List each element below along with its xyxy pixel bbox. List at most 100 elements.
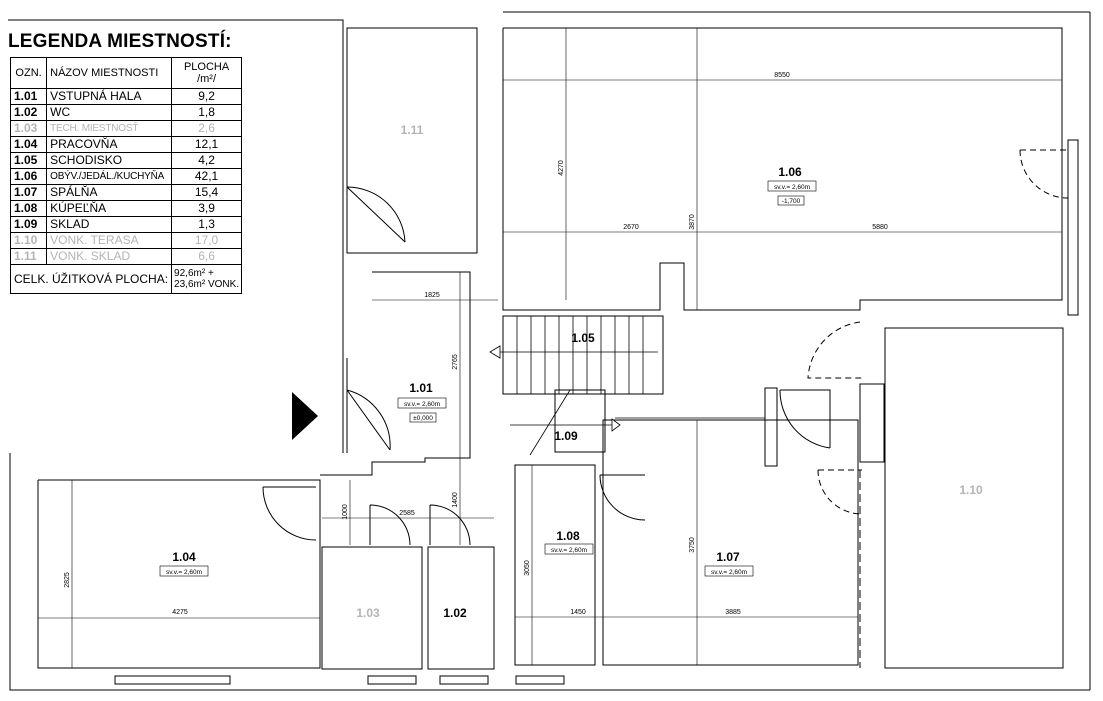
stair-diagonal xyxy=(529,389,571,456)
dim-3870: 3870 xyxy=(689,214,696,230)
frame-bottom xyxy=(9,453,1090,691)
legend-header-code: OZN. xyxy=(9,57,48,89)
tag-box-1-04 xyxy=(159,565,209,577)
stair-treads xyxy=(489,316,765,456)
dim-3050: 3050 xyxy=(524,560,531,576)
room-label-1-02: 1.02 xyxy=(443,606,467,620)
wall-1-10-col xyxy=(859,383,885,463)
wall-1-07 xyxy=(602,419,859,666)
wall-1-01 xyxy=(320,271,471,476)
door-1-06-right xyxy=(1019,149,1069,199)
dim-5880: 5880 xyxy=(872,224,888,231)
legend-code: 1.11 xyxy=(9,248,48,265)
dim-2585: 2585 xyxy=(399,510,415,517)
dim-4270: 4270 xyxy=(558,160,565,176)
legend-name: PRACOVŇA xyxy=(46,136,173,153)
tag-box-1-06 xyxy=(767,180,817,192)
legend-name: SKLAD xyxy=(46,216,173,233)
wall-1-03 xyxy=(321,546,423,670)
legend-total-row: CELK. ÚŽITKOVÁ PLOCHA: 92,6m² +23,6m² VO… xyxy=(9,264,243,294)
dim-2670: 2670 xyxy=(623,224,639,231)
legend-total-value: 92,6m² +23,6m² VONK. xyxy=(171,264,243,294)
room-label-1-10: 1.10 xyxy=(959,483,983,497)
door-1-02 xyxy=(429,504,471,546)
window-bottom-2 xyxy=(367,675,417,685)
room-label-1-05: 1.05 xyxy=(571,331,595,345)
stair-lower-arrow-icon xyxy=(611,418,621,432)
entrance-arrow-icon xyxy=(292,392,318,440)
wall-1-11 xyxy=(346,27,478,254)
room-label-1-08: 1.08 xyxy=(556,529,580,543)
legend-name: SCHODISKO xyxy=(46,152,173,169)
legend-header-area: PLOCHA /m²/ xyxy=(171,57,243,89)
door-1-03 xyxy=(369,504,411,546)
dim-1000: 1000 xyxy=(342,504,349,520)
dim-3885: 3885 xyxy=(725,609,741,616)
legend-code: 1.02 xyxy=(9,104,48,121)
wall-1-06-window xyxy=(1067,139,1079,316)
dim-3750: 3750 xyxy=(689,537,696,553)
room-label-1-01: 1.01 xyxy=(409,381,433,395)
dim-2765: 2765 xyxy=(452,354,459,370)
door-1-11-arc xyxy=(346,186,406,243)
legend-header-row: OZN. NÁZOV MIESTNOSTI PLOCHA /m²/ xyxy=(9,57,243,89)
door-1-07-outer xyxy=(817,469,863,515)
door-1-01 xyxy=(346,389,391,451)
window-bottom-3 xyxy=(439,675,489,685)
room-label-1-04: 1.04 xyxy=(172,550,196,564)
wall-1-04 xyxy=(37,479,321,669)
tag-box-1-06-level xyxy=(777,195,805,206)
frame-top-left xyxy=(8,19,344,453)
legend-code: 1.03 xyxy=(9,120,48,137)
legend-total-value-interior: 92,6m² + xyxy=(174,268,214,279)
window-bottom-4 xyxy=(515,675,565,685)
wall-1-02 xyxy=(427,546,495,670)
legend-header-name: NÁZOV MIESTNOSTI xyxy=(46,57,173,89)
tag-level-1-01: ±0,000 xyxy=(413,415,433,422)
legend-title: LEGENDA MIESTNOSTÍ: xyxy=(8,31,232,52)
door-1-08 xyxy=(599,474,646,521)
dim-1400: 1400 xyxy=(452,492,459,508)
wall-1-08 xyxy=(514,464,596,666)
dim-1825: 1825 xyxy=(424,292,440,299)
dim-4275: 4275 xyxy=(172,609,188,616)
legend-name: VONK. TERASA xyxy=(46,232,173,249)
wall-1-06 xyxy=(502,27,1063,311)
door-1-10 xyxy=(807,321,862,379)
tag-level-1-06: -1,700 xyxy=(782,198,801,205)
legend-name: VONK. SKLAD xyxy=(46,248,173,265)
wall-1-10 xyxy=(884,327,1064,669)
tag-box-1-01-level xyxy=(409,412,437,423)
dim-8550: 8550 xyxy=(774,72,790,79)
legend-total-label: CELK. ÚŽITKOVÁ PLOCHA: xyxy=(9,264,173,294)
room-label-1-11: 1.11 xyxy=(401,123,424,137)
wall-1-09 xyxy=(554,389,606,453)
window-bottom-1 xyxy=(114,675,231,685)
legend-code: 1.07 xyxy=(9,184,48,201)
wall-1-07-closet xyxy=(764,387,778,467)
dim-1450: 1450 xyxy=(570,609,586,616)
legend-total-value-exterior: 23,6m² VONK. xyxy=(174,279,240,290)
door-1-04 xyxy=(262,486,317,541)
legend-code: 1.01 xyxy=(9,88,48,105)
room-label-1-07: 1.07 xyxy=(716,550,740,564)
legend-area: 17,0 xyxy=(171,232,243,249)
tag-ceiling-1-01: sv.v.= 2,60m xyxy=(404,401,440,408)
door-1-07 xyxy=(779,389,831,449)
legend-code: 1.04 xyxy=(9,136,48,153)
tag-ceiling-1-04: sv.v.= 2,60m xyxy=(166,569,202,576)
room-label-1-03: 1.03 xyxy=(356,606,380,620)
wall-1-05 xyxy=(502,315,664,395)
tag-box-1-01 xyxy=(397,397,447,409)
tag-ceiling-1-08: sv.v.= 2,60m xyxy=(551,547,587,554)
tag-box-1-07 xyxy=(704,565,754,577)
